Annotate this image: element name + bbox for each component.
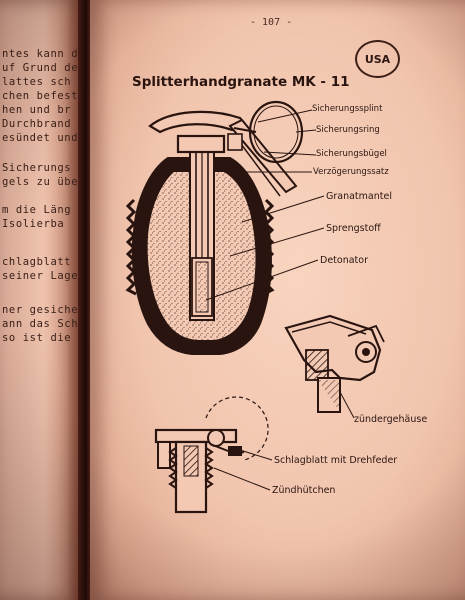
- left-page-line: ner gesiche: [2, 304, 78, 316]
- left-page-line: ann das Sch: [2, 318, 78, 330]
- label-zuendergehaeuse: zündergehäuse: [354, 414, 428, 425]
- left-page-line: Durchbrand: [2, 118, 72, 130]
- label-granatmantel: Granatmantel: [326, 191, 392, 202]
- left-page-line: chen befest: [2, 90, 78, 102]
- grenade-body: [125, 149, 275, 355]
- usa-badge: USA: [355, 40, 400, 78]
- left-page-line: so ist die: [2, 332, 72, 344]
- striker-drawing: [154, 396, 273, 514]
- left-page-line: esündet und: [2, 132, 78, 144]
- left-page-line: chlagblatt l: [2, 256, 78, 268]
- label-detonator: Detonator: [320, 255, 368, 266]
- left-page-line: uf Grund de: [2, 62, 78, 74]
- left-page-line: seiner Lage: [2, 270, 78, 282]
- fuze-housing-drawing: [284, 314, 385, 419]
- left-page-line: lattes sch: [2, 76, 72, 88]
- page-title: Splitterhandgranate MK - 11: [132, 74, 350, 90]
- left-page-line: Sicherungs: [2, 162, 72, 174]
- left-page-line: Isolierba: [2, 218, 65, 230]
- label-sicherungsring: Sicherungsring: [316, 125, 380, 135]
- label-zuendhuetchen: Zündhütchen: [272, 485, 336, 496]
- label-sicherungssplint: Sicherungssplint: [312, 104, 383, 114]
- left-page-line: gels zu übe: [2, 176, 78, 188]
- left-page-line: hen und br: [2, 104, 72, 116]
- left-page: ntes kann d uf Grund de lattes sch chen …: [0, 0, 78, 600]
- left-page-line: ntes kann d: [2, 48, 78, 60]
- label-sicherungsbuegel: Sicherungsbügel: [316, 149, 387, 159]
- fuze-assembly: [148, 100, 304, 197]
- label-sprengstoff: Sprengstoff: [326, 223, 381, 234]
- leader-lines: [205, 109, 325, 301]
- label-verzoegerungssatz: Verzögerungssatz: [313, 167, 389, 177]
- page-number: - 107 -: [250, 17, 293, 28]
- left-page-line: m die Läng: [2, 204, 72, 216]
- usa-badge-text: USA: [364, 52, 391, 66]
- book-gutter: [78, 0, 92, 600]
- label-schlagblatt: Schlagblatt mit Drehfeder: [274, 455, 398, 466]
